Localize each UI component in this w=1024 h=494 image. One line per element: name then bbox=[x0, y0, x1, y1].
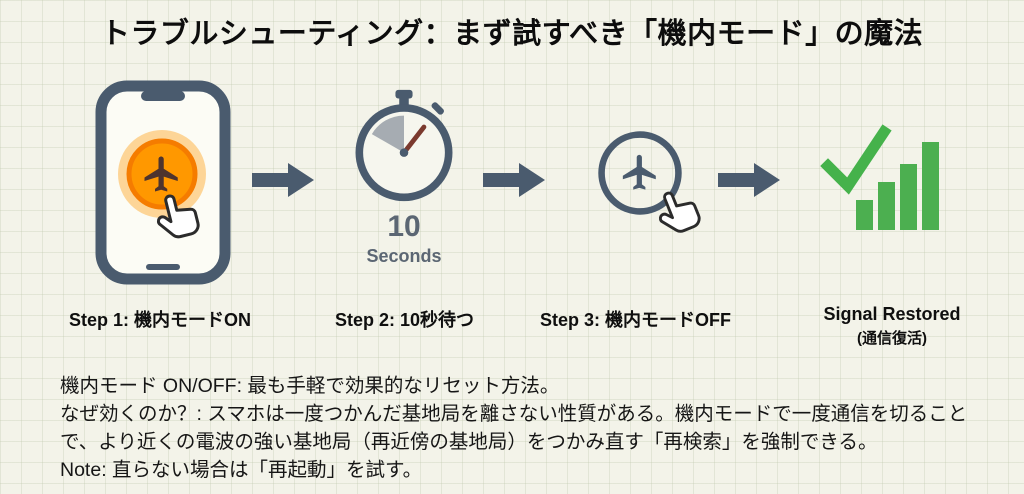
arrow-right-icon bbox=[252, 163, 314, 197]
step2-illustration: 10 Seconds bbox=[350, 88, 458, 267]
result-label-sub: (通信復活) bbox=[857, 330, 927, 347]
airplane-mode-on-button-icon bbox=[118, 130, 206, 218]
step1-label: Step 1: 機内モードON bbox=[68, 310, 251, 330]
result-label-main: Signal Restored bbox=[823, 304, 961, 324]
step2-label: Step 2: 10秒待つ bbox=[334, 310, 475, 330]
tap-hand-icon bbox=[658, 191, 701, 233]
stopwatch-icon bbox=[355, 89, 453, 202]
page-title: トラブルシューティング：まず試すべき「機内モード」の魔法 bbox=[100, 18, 924, 50]
notes-block: 機内モード ON/OFF: 最も手軽で効果的なリセット方法。 なぜ効くのか？: … bbox=[60, 372, 995, 484]
step3-illustration bbox=[592, 126, 724, 256]
tap-hand-icon bbox=[156, 194, 200, 239]
note-line: 機内モード ON/OFF: 最も手軽で効果的なリセット方法。 bbox=[60, 375, 560, 397]
note-line: なぜ効くのか？: スマホは一度つかんだ基地局を離さない性質がある。機内モードで一… bbox=[60, 403, 968, 425]
signal-bars-icon bbox=[820, 124, 939, 230]
arrow-right-icon bbox=[483, 163, 545, 197]
note-line: で、より近くの電波の強い基地局（再近傍の基地局）をつかみ直す「再検索」を強制でき… bbox=[60, 431, 878, 453]
checkmark-icon bbox=[820, 124, 892, 195]
result-label: Signal Restored (通信復活) bbox=[806, 304, 978, 348]
airplane-mode-circle-icon bbox=[598, 131, 682, 215]
timer-unit: Seconds bbox=[366, 245, 442, 266]
step3-label: Step 3: 機内モードOFF bbox=[539, 310, 731, 330]
note-line: Note: 直らない場合は「再起動」を試す。 bbox=[60, 459, 423, 481]
step1-illustration bbox=[95, 80, 231, 285]
arrow-right-icon bbox=[718, 163, 780, 197]
timer-value: 10 bbox=[387, 210, 421, 243]
result-illustration bbox=[820, 124, 946, 236]
